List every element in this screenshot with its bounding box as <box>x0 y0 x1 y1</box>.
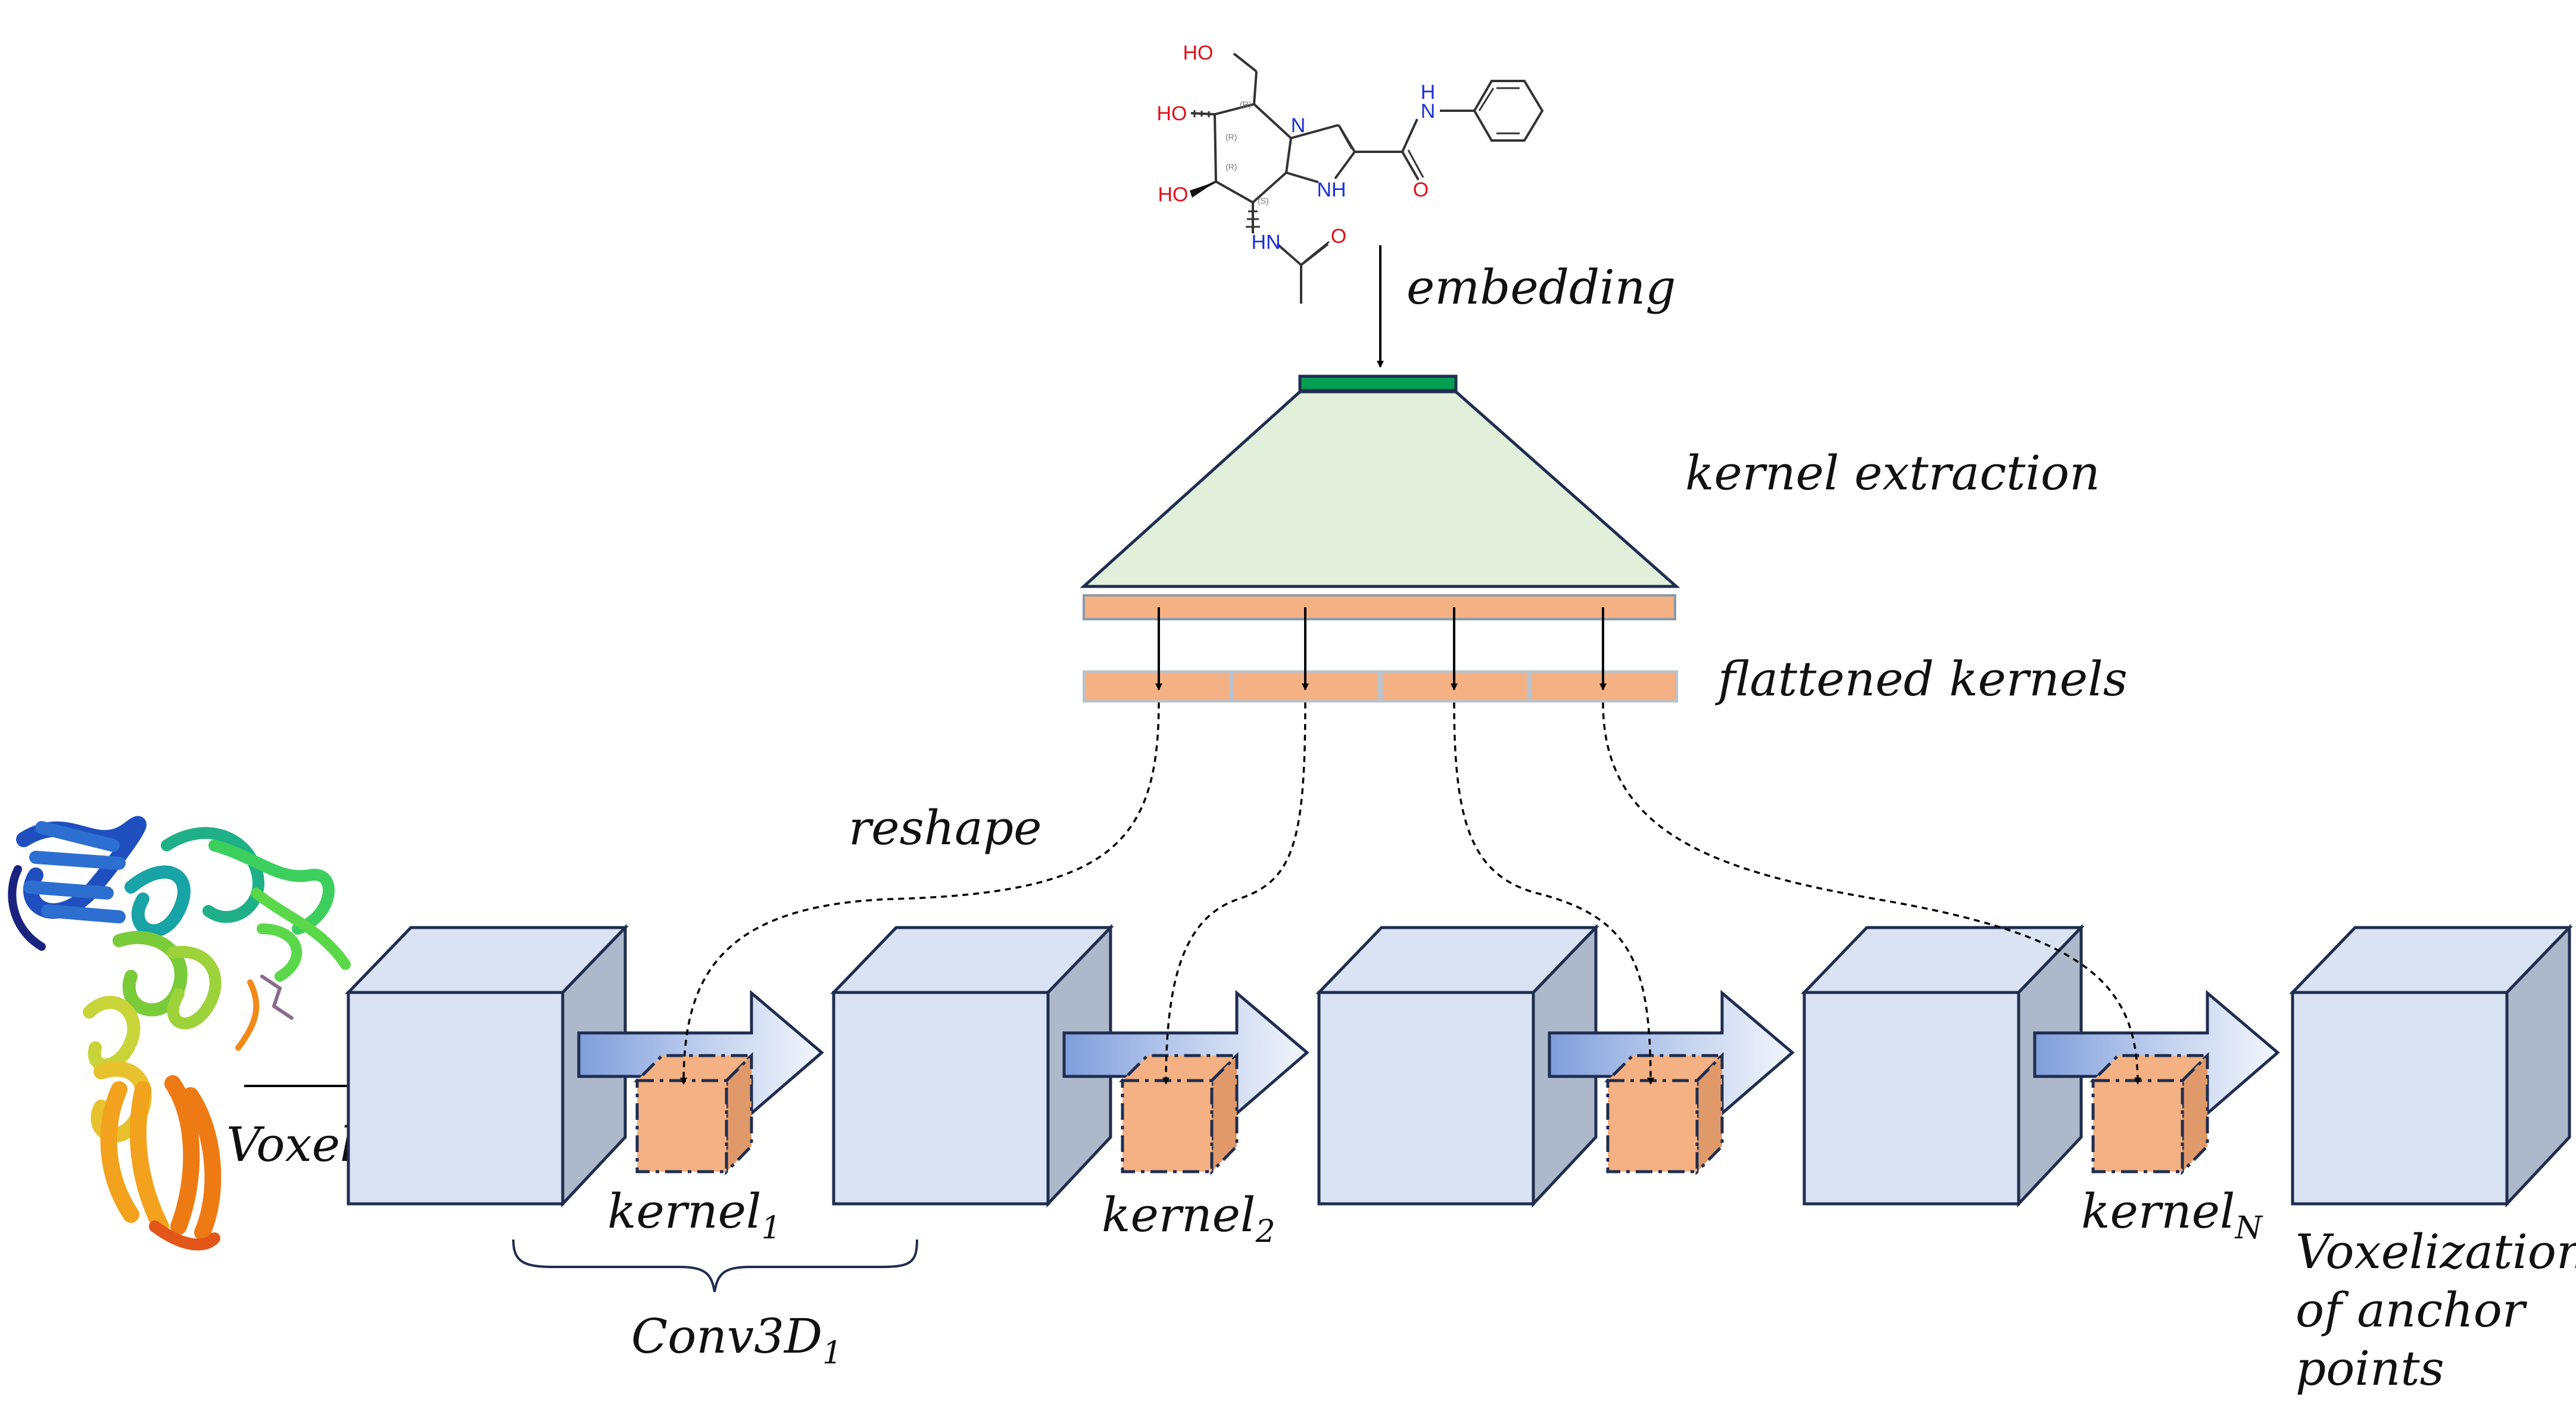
flow-arrow-1 <box>577 989 824 1117</box>
stereo-label-1: (R) <box>1240 99 1251 109</box>
anchor-label-line-2: of anchor <box>2296 1282 2528 1338</box>
voxel-cube-2 <box>830 923 1114 1208</box>
voxel-cube-anchor <box>2289 923 2573 1208</box>
atom-n-amide: N <box>1421 100 1436 123</box>
atom-o-amide: O <box>1413 179 1429 201</box>
anchor-label-line-3: points <box>2296 1341 2444 1396</box>
flattened-kernels-label: flattened kernels <box>1715 651 2128 707</box>
atom-hn-acetyl: HN <box>1251 231 1280 254</box>
conv3d-label: Conv3D1 <box>631 1309 842 1371</box>
stereo-label-2: (R) <box>1225 132 1237 142</box>
atom-o-acetyl: O <box>1331 225 1346 248</box>
kernel-cube-1 <box>633 1051 756 1176</box>
atom-n-plus: N <box>1291 114 1306 137</box>
reshape-curve-1 <box>680 702 1160 1085</box>
flow-arrow-2 <box>1062 989 1309 1117</box>
embedding-label: embedding <box>1406 260 1676 315</box>
stereo-label-4: (S) <box>1258 196 1269 205</box>
embedding-bar <box>1298 374 1458 392</box>
kernel-1-label: kernel1 <box>607 1184 781 1246</box>
atom-nh-ring: NH <box>1317 179 1346 201</box>
kernel-extraction-label: kernel extraction <box>1685 445 2100 501</box>
voxel-cube-3 <box>1315 923 1599 1208</box>
anchor-label-line-1: Voxelization <box>2296 1224 2576 1279</box>
flat-kernel-1 <box>1083 670 1231 703</box>
protein-structure <box>8 816 351 1251</box>
flattened-kernels <box>1083 670 1678 703</box>
reshape-curve-2 <box>1162 702 1306 1085</box>
reshape-curve-3 <box>1453 702 1654 1085</box>
kernel-2-label: kernel2 <box>1102 1187 1275 1250</box>
kernel-extraction-block <box>1080 390 1680 588</box>
flow-arrow-4 <box>2033 989 2280 1117</box>
atom-ho-bot: HO <box>1158 183 1189 206</box>
kernel-cube-4 <box>2089 1051 2212 1176</box>
kernel-cube-3 <box>1604 1051 1726 1176</box>
conv3d-brace <box>512 1239 918 1293</box>
kernel-n-label: kernelN <box>2081 1184 2263 1246</box>
reshape-label: reshape <box>849 800 1041 856</box>
ligand-molecule: HO HO HO N NH N H O HN O (R) (R) (R) (S) <box>1157 42 1544 304</box>
voxel-cube-1 <box>345 923 629 1208</box>
stereo-label-3: (R) <box>1225 162 1237 171</box>
atom-ho-mid: HO <box>1157 102 1187 125</box>
kernel-vector <box>1083 594 1676 620</box>
atom-h-amide: H <box>1421 81 1436 104</box>
reshape-curve-4 <box>1602 702 2141 1085</box>
atom-ho-top: HO <box>1183 42 1214 64</box>
kernel-cube-2 <box>1118 1051 1241 1176</box>
flow-arrow-3 <box>1548 989 1795 1117</box>
